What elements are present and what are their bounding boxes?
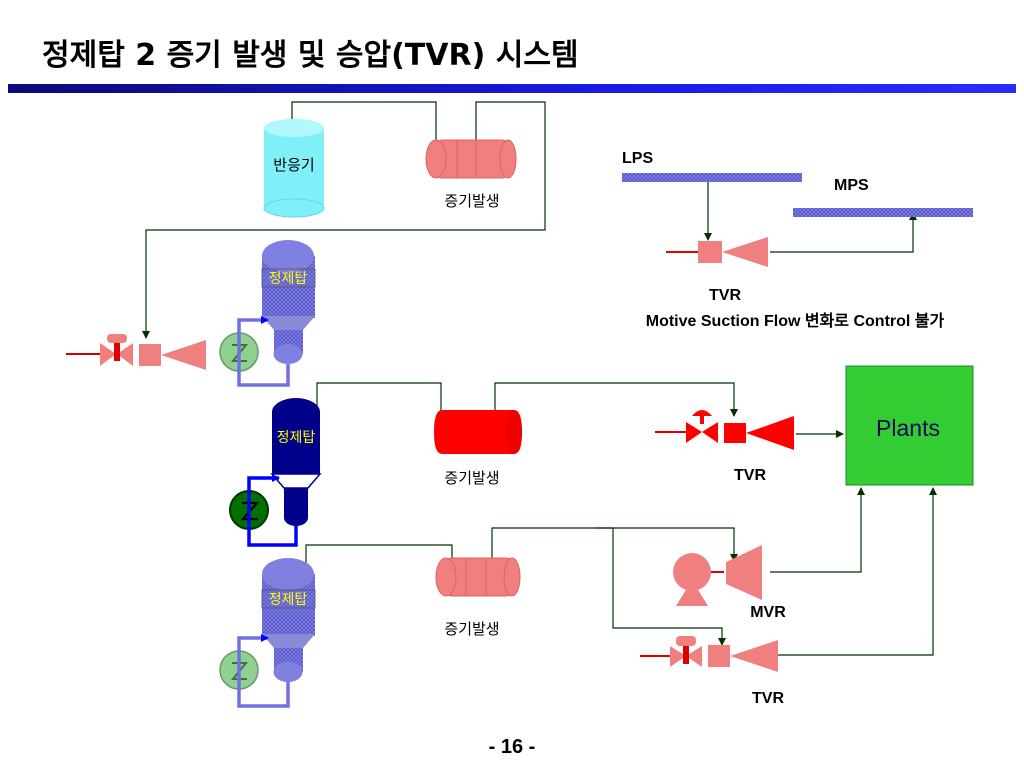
column-lower-label: 정제탑 [269,592,308,608]
tvr-lower-label: TVR [752,690,784,707]
mps-header [793,208,973,217]
tvr-lower [640,636,778,672]
plants-label: Plants [876,415,940,441]
steam-generator-middle [434,410,522,454]
mvr-compressor [673,545,762,606]
column-upper-label: 정제탑 [269,271,308,287]
reactor-label: 반응기 [273,156,314,174]
piping-lines [142,101,937,656]
tvr-inset [666,237,768,267]
lps-header [622,173,802,182]
steam-gen-lower-label: 증기발생 [444,620,499,638]
steam-gen-middle-label: 증기발생 [444,469,499,487]
tvr-upper [66,334,206,370]
title-rule [8,84,1016,93]
column-middle [270,398,322,526]
steam-generator-top [425,139,517,179]
mps-label: MPS [834,177,869,194]
tvr-middle-label: TVR [734,467,766,484]
tvr-inset-label: TVR [709,287,741,304]
steam-gen-top-label: 증기발생 [444,192,499,210]
inset-note: Motive Suction Flow 변화로 Control 불가 [646,311,945,330]
mvr-label: MVR [750,604,786,621]
tvr-middle [655,410,794,450]
steam-generator-lower [435,557,521,597]
plants-box [845,365,974,486]
column-lower [262,558,315,682]
lps-label: LPS [622,150,653,167]
page-number: - 16 - [488,736,536,758]
page-title: 정제탑 2 증기 발생 및 승압(TVR) 시스템 [42,38,579,73]
reactor-vessel [263,119,325,218]
column-middle-label: 정제탑 [277,430,316,446]
column-upper [262,240,315,364]
